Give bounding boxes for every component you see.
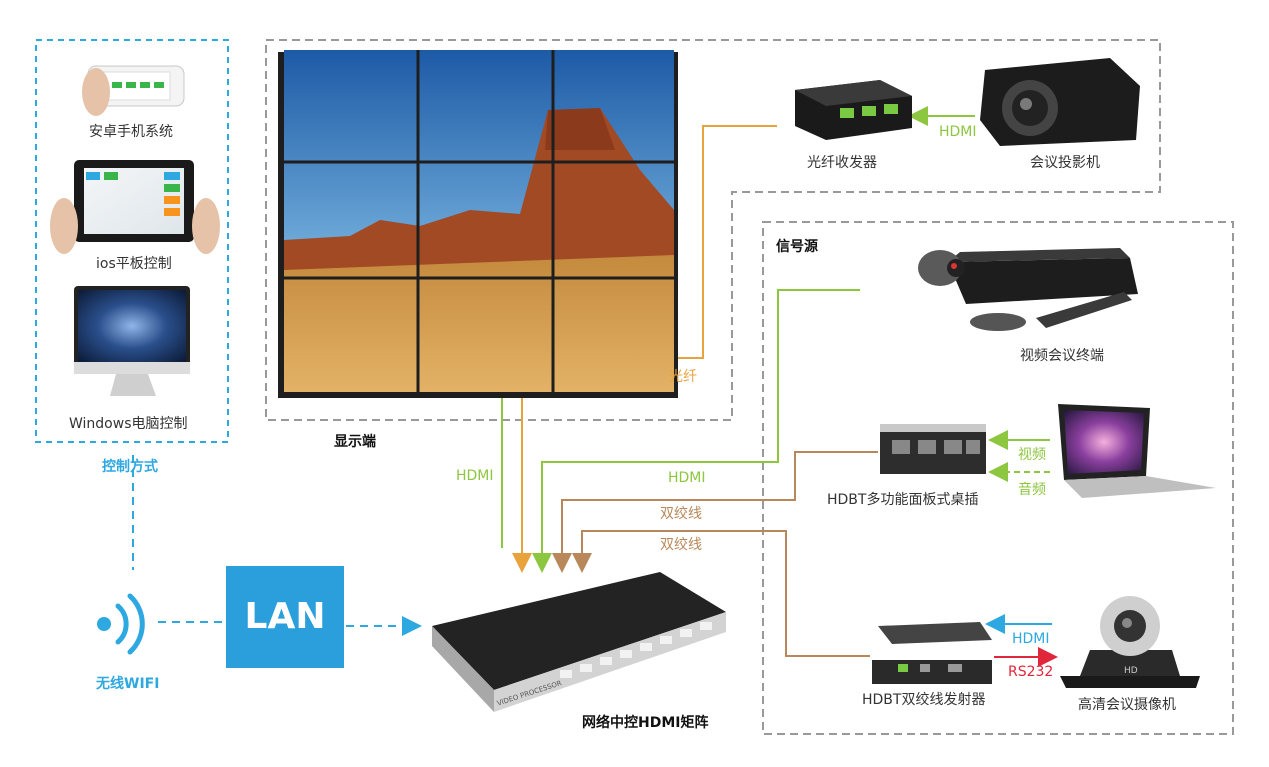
source-group-title: 信号源 (776, 239, 818, 255)
display-group-frame (265, 39, 1161, 421)
windows-control-label: Windows电脑控制 (69, 416, 188, 432)
display-label: 显示端 (334, 434, 376, 450)
hdbt-panel-picture (880, 424, 986, 474)
fiber-transceiver-label: 光纤收发器 (807, 155, 877, 171)
vc-terminal-label: 视频会议终端 (1020, 348, 1104, 364)
laptop-picture (1058, 404, 1216, 498)
ios-control-label: ios平板控制 (96, 256, 172, 272)
camera-picture (1060, 596, 1200, 688)
imac-picture (74, 286, 190, 396)
vc-terminal-picture (918, 248, 1138, 331)
ipad-picture (50, 160, 220, 254)
fiber-cable (512, 125, 777, 573)
laptop-audio-label: 音频 (1018, 482, 1046, 498)
lan-box (226, 566, 344, 668)
lan-label: LAN (244, 596, 326, 637)
hdbt-tx-label: HDBT双绞线发射器 (862, 692, 986, 708)
android-control-label: 安卓手机系统 (89, 124, 173, 140)
matrix-display-hdmi-label: HDMI (456, 468, 494, 484)
fiber-cable-label: 光纤 (669, 369, 697, 385)
camera-rs232-label: RS232 (1008, 664, 1054, 680)
fiber-transceiver-picture (795, 80, 912, 140)
vc-matrix-hdmi (532, 289, 860, 573)
camera-hdmi-label: HDMI (1012, 631, 1050, 647)
projector-hdmi-label: HDMI (939, 124, 977, 140)
panel-twisted-label: 双绞线 (660, 506, 702, 522)
projector-label: 会议投影机 (1030, 155, 1100, 171)
vc-hdmi-label: HDMI (668, 470, 706, 486)
tx-twisted-label: 双绞线 (660, 537, 702, 553)
video-wall-picture (278, 50, 678, 398)
wifi-icon-shape (97, 593, 145, 655)
source-group-frame (762, 221, 1234, 735)
camera-label: 高清会议摄像机 (1078, 697, 1176, 713)
hdbt-tx-picture (872, 622, 992, 684)
matrix-switcher-picture (432, 572, 726, 712)
laptop-video-label: 视频 (1018, 447, 1046, 463)
hdbt-panel-label: HDBT多功能面板式桌插 (827, 492, 979, 508)
camera-hd-badge: HD (1124, 666, 1138, 676)
control-method-title: 控制方式 (102, 459, 158, 475)
projector-picture (980, 58, 1140, 146)
tx-twisted-pair (572, 530, 870, 657)
panel-twisted-pair (552, 451, 878, 573)
android-phone-picture (82, 65, 185, 116)
matrix-label: 网络中控HDMI矩阵 (582, 715, 709, 731)
wifi-label: 无线WIFI (96, 676, 160, 692)
